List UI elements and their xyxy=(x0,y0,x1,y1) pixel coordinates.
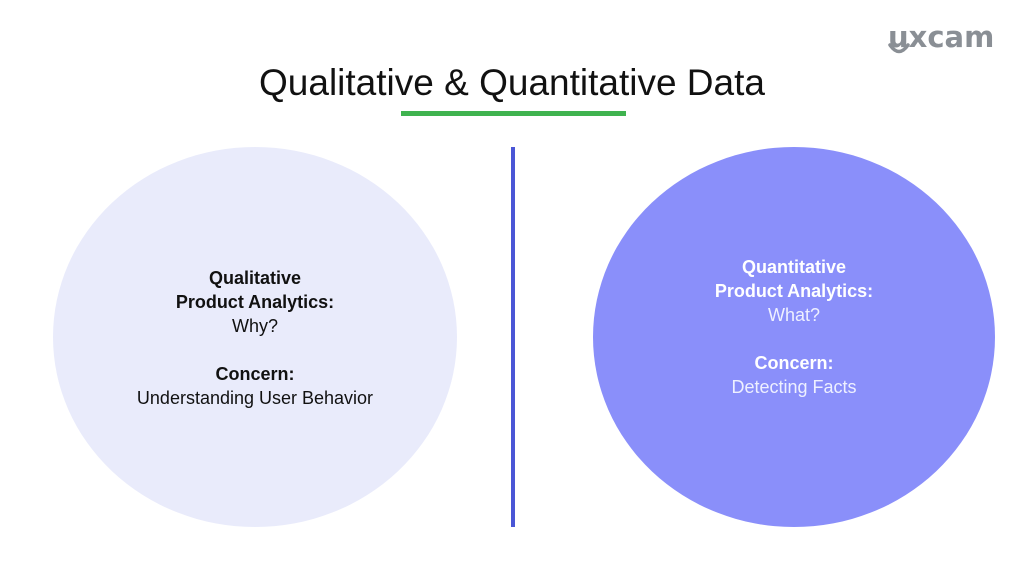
smile-icon xyxy=(888,43,910,54)
page-title: Qualitative & Quantitative Data xyxy=(259,62,765,103)
spacer xyxy=(593,327,995,351)
qualitative-heading-line1: Qualitative xyxy=(208,268,302,288)
quantitative-concern-label: Concern: xyxy=(754,353,834,373)
quantitative-text: Quantitative Product Analytics: What? Co… xyxy=(593,255,995,399)
qualitative-concern-label: Concern: xyxy=(215,364,295,384)
quantitative-circle: Quantitative Product Analytics: What? Co… xyxy=(593,147,995,527)
quantitative-heading-line1: Quantitative xyxy=(741,257,847,277)
title-underline xyxy=(401,111,626,116)
uxcam-logo: uxcam xyxy=(888,20,994,58)
qualitative-circle: Qualitative Product Analytics: Why? Conc… xyxy=(53,147,457,527)
vertical-divider xyxy=(511,147,515,527)
qualitative-text: Qualitative Product Analytics: Why? Conc… xyxy=(53,266,457,410)
qualitative-concern-value: Understanding User Behavior xyxy=(136,388,374,408)
qualitative-heading-line2: Product Analytics: xyxy=(175,292,335,312)
qualitative-question: Why? xyxy=(231,316,278,336)
quantitative-question: What? xyxy=(767,305,821,325)
quantitative-heading-line2: Product Analytics: xyxy=(714,281,874,301)
quantitative-concern-value: Detecting Facts xyxy=(731,377,857,397)
spacer xyxy=(53,338,457,362)
